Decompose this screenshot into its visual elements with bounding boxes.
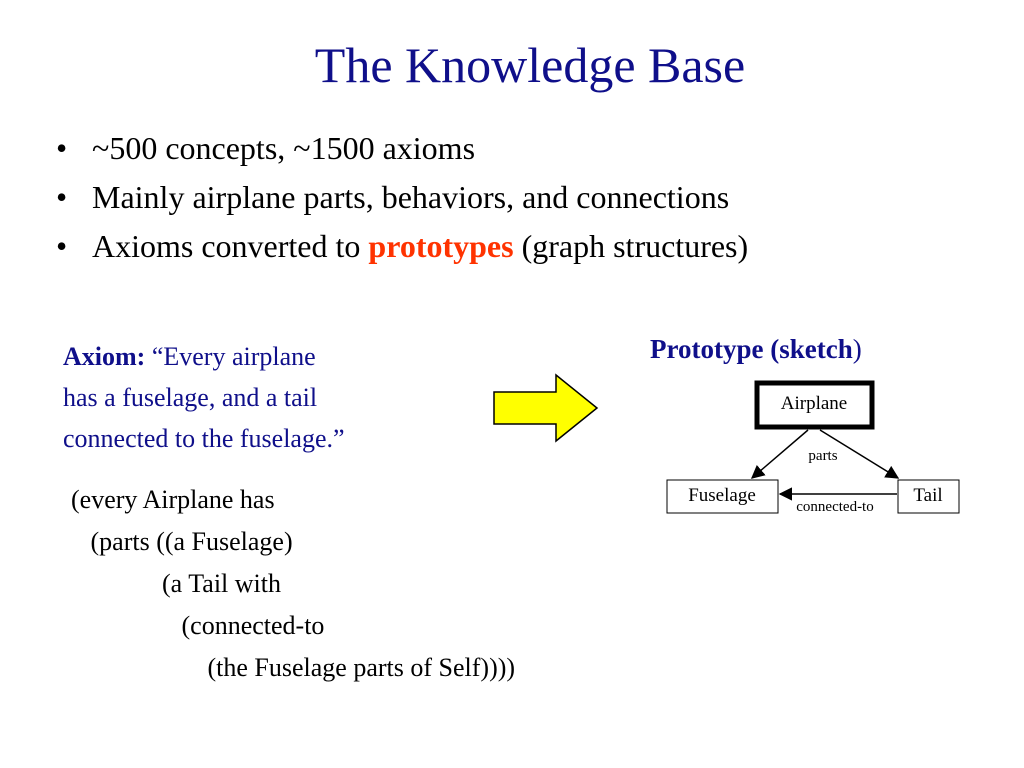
axiom-block: Axiom: “Every airplane has a fuselage, a… — [63, 336, 345, 459]
code-line: (every Airplane has — [71, 485, 275, 514]
bullet-list: • ~500 concepts, ~1500 axioms • Mainly air… — [50, 124, 748, 271]
node-fuselage-label: Fuselage — [688, 485, 756, 506]
code-line: (the Fuselage parts of Self)))) — [71, 653, 516, 682]
node-fuselage: Fuselage — [666, 479, 779, 514]
edge-connected-label: connected-to — [796, 499, 873, 515]
bullet-text: Mainly airplane parts, behaviors, and co… — [92, 179, 730, 215]
right-arrow-icon — [493, 373, 599, 443]
node-airplane: Airplane — [754, 380, 875, 430]
slide-title: The Knowledge Base — [314, 37, 746, 93]
code-block: (every Airplane has (parts ((a Fuselage)… — [71, 479, 515, 689]
node-tail-label: Tail — [913, 485, 942, 506]
edge-parts-left — [750, 429, 809, 479]
code-line: (connected-to — [71, 611, 325, 640]
axiom-text: “Every airplane — [151, 342, 316, 371]
bullet-text: ~500 concepts, ~1500 axioms — [92, 130, 476, 166]
bullet-item: • Mainly airplane parts, behaviors, and c… — [50, 173, 748, 222]
code-line: (a Tail with — [71, 569, 282, 598]
code-line: (parts ((a Fuselage) — [71, 527, 293, 556]
bullet-text: Axioms converted to — [92, 228, 369, 264]
axiom-label: Axiom: — [63, 342, 146, 371]
edge-parts-label: parts — [808, 448, 837, 464]
axiom-line: Axiom: “Every airplane — [63, 336, 345, 377]
bullet-marker: • — [56, 228, 68, 264]
axiom-line: connected to the fuselage.” — [63, 424, 345, 453]
bullet-marker: • — [56, 179, 68, 215]
node-airplane-label: Airplane — [781, 393, 847, 414]
bullet-item: • ~500 concepts, ~1500 axioms — [50, 124, 748, 173]
node-tail: Tail — [897, 479, 960, 514]
prototype-title: Prototype (sketch) — [650, 334, 862, 365]
prototype-title-text: Prototype (sketch — [650, 334, 853, 364]
prototype-graph: Airplane parts Fuselage Tail connected-t… — [666, 380, 960, 515]
prototype-title-paren: ) — [852, 334, 862, 364]
edge-parts-right — [819, 429, 900, 479]
bullet-item: • Axioms converted to prototypes (graph s… — [50, 222, 748, 271]
axiom-line: has a fuselage, and a tail — [63, 383, 318, 412]
bullet-marker: • — [56, 130, 68, 166]
highlight-prototypes: prototypes — [368, 228, 514, 264]
bullet-text-end: (graph structures) — [513, 228, 749, 264]
